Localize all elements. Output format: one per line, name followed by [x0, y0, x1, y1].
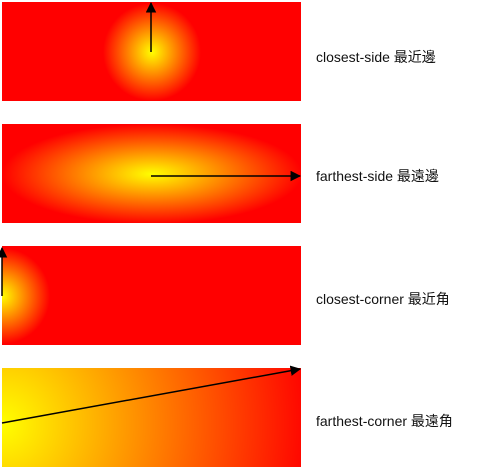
closest-corner-gradient-panel	[2, 246, 301, 345]
farthest-corner-label: farthest-corner 最遠角	[316, 413, 453, 429]
closest-corner-label: closest-corner 最近角	[316, 291, 450, 307]
closest-side-label: closest-side 最近邊	[316, 49, 436, 65]
farthest-side-label: farthest-side 最遠邊	[316, 168, 439, 184]
farthest-side-gradient-panel	[2, 124, 301, 223]
farthest-corner-gradient-panel	[2, 368, 301, 467]
farthest-corner-arrow	[1, 365, 302, 424]
